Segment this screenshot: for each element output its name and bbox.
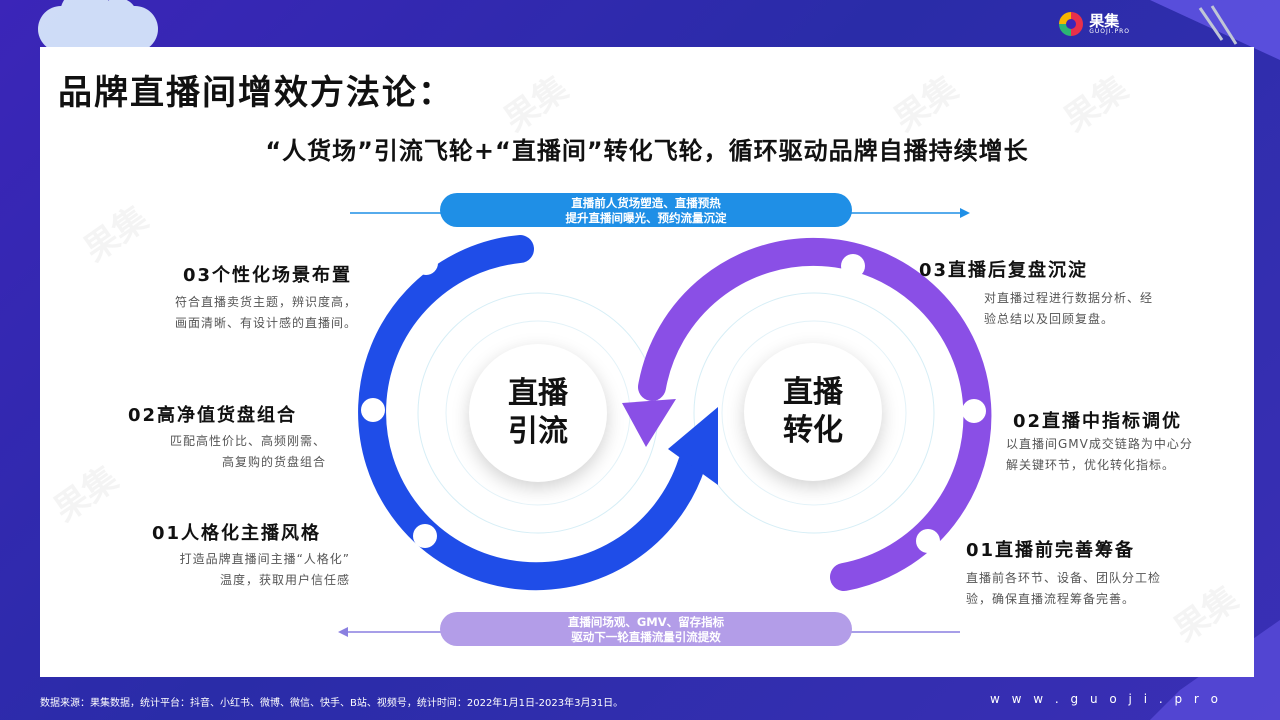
left-center-line-1: 直播 <box>508 376 568 411</box>
logo-icon <box>1059 12 1084 36</box>
desc-line: 以直播间GMV成交链路为中心分 <box>1006 437 1193 451</box>
desc-line: 验总结以及回顾复盘。 <box>984 312 1115 326</box>
right-center-circle: 直播 转化 <box>744 343 882 481</box>
bottom-pill-line-2: 驱动下一轮直播流量引流提效 <box>571 630 721 644</box>
right-step-02-desc: 以直播间GMV成交链路为中心分 解关键环节，优化转化指标。 <box>1006 434 1226 476</box>
step-dot <box>413 524 437 548</box>
desc-line: 解关键环节，优化转化指标。 <box>1006 458 1176 472</box>
top-flow-arrowhead <box>960 208 970 218</box>
page-subtitle: “人货场”引流飞轮+“直播间”转化飞轮，循环驱动品牌自播持续增长 <box>265 137 1029 165</box>
right-step-01-title: 01直播前完善筹备 <box>966 540 1136 561</box>
desc-line: 对直播过程进行数据分析、经 <box>984 291 1154 305</box>
website-url: w w w . g u o j i . p r o <box>990 692 1222 706</box>
top-pill-line-2: 提升直播间曝光、预约流量沉淀 <box>565 211 727 225</box>
desc-line: 温度，获取用户信任感 <box>219 573 350 587</box>
right-center-line-1: 直播 <box>783 375 843 410</box>
right-wheel-arrowhead <box>622 399 676 447</box>
left-step-03-desc: 符合直播卖货主题，辨识度高， 画面清晰、有设计感的直播间。 <box>147 292 357 334</box>
left-wheel-arrowhead <box>668 407 718 485</box>
desc-line: 符合直播卖货主题，辨识度高， <box>174 295 357 309</box>
desc-line: 匹配高性价比、高频刚需、 <box>169 434 326 448</box>
desc-line: 直播前各环节、设备、团队分工检 <box>966 571 1162 585</box>
left-step-01-title: 01人格化主播风格 <box>152 523 322 544</box>
left-step-01-desc: 打造品牌直播间主播“人格化” 温度，获取用户信任感 <box>136 549 350 591</box>
step-dot <box>361 398 385 422</box>
bottom-pill-line-1: 直播间场观、GMV、留存指标 <box>567 615 725 629</box>
right-center-line-2: 转化 <box>783 413 843 448</box>
right-wheel-ring <box>638 237 992 591</box>
content-card: 品牌直播间增效方法论： “人货场”引流飞轮+“直播间”转化飞轮，循环驱动品牌自播… <box>40 47 1254 677</box>
step-dot <box>962 399 986 423</box>
data-source-note: 数据来源：果集数据，统计平台：抖音、小红书、微博、微信、快手、B站、视频号，统计… <box>40 698 624 709</box>
brand-logo: 果集 GUOJI.PRO <box>1059 12 1130 36</box>
step-dot <box>916 529 940 553</box>
desc-line: 打造品牌直播间主播“人格化” <box>179 552 350 566</box>
right-step-02-title: 02直播中指标调优 <box>1013 411 1183 432</box>
step-dot <box>841 254 865 278</box>
page-title: 品牌直播间增效方法论： <box>58 73 454 113</box>
bottom-flow-pill: 直播间场观、GMV、留存指标 驱动下一轮直播流量引流提效 <box>440 612 852 646</box>
desc-line: 高复购的货盘组合 <box>221 455 326 469</box>
cloud-decoration <box>38 0 158 52</box>
left-wheel-ring <box>358 235 706 591</box>
top-flow-pill: 直播前人货场塑造、直播预热 提升直播间曝光、预约流量沉淀 <box>440 193 852 227</box>
logo-subtext: GUOJI.PRO <box>1089 27 1130 35</box>
right-step-01-desc: 直播前各环节、设备、团队分工检 验，确保直播流程筹备完善。 <box>966 568 1216 610</box>
left-center-circle: 直播 引流 <box>469 344 607 482</box>
step-dot <box>414 251 438 275</box>
desc-line: 画面清晰、有设计感的直播间。 <box>174 316 357 330</box>
right-step-03-desc: 对直播过程进行数据分析、经 验总结以及回顾复盘。 <box>984 288 1194 330</box>
left-center-line-2: 引流 <box>508 414 568 449</box>
logo-name: 果集 <box>1089 11 1120 30</box>
desc-line: 验，确保直播流程筹备完善。 <box>966 592 1136 606</box>
left-step-03-title: 03个性化场景布置 <box>183 265 353 286</box>
left-step-02-title: 02高净值货盘组合 <box>128 405 298 426</box>
right-step-03-title: 03直播后复盘沉淀 <box>919 260 1089 281</box>
bottom-flow-arrowhead <box>338 627 348 637</box>
left-step-02-desc: 匹配高性价比、高频刚需、 高复购的货盘组合 <box>140 431 326 473</box>
paperclip-icon <box>1198 7 1224 41</box>
top-pill-line-1: 直播前人货场塑造、直播预热 <box>571 196 721 210</box>
flywheel-diagram <box>338 208 992 637</box>
